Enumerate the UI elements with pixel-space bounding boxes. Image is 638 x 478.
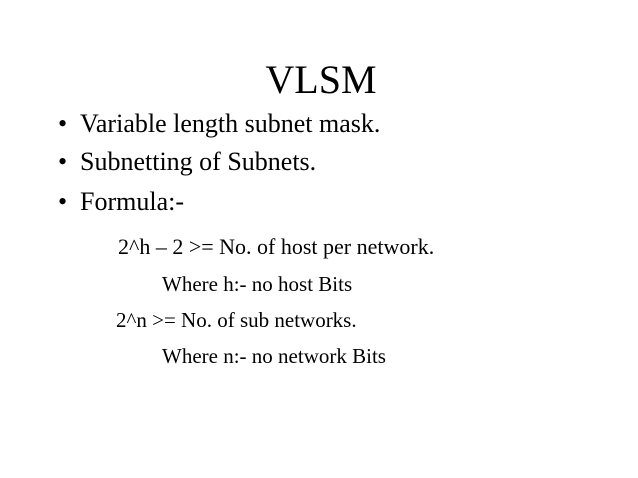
bullet-item: • Subnetting of Subnets. bbox=[58, 147, 316, 177]
formula-network-note: Where n:- no network Bits bbox=[162, 344, 386, 368]
bullet-text: Subnetting of Subnets. bbox=[80, 147, 317, 176]
bullet-marker: • bbox=[58, 109, 68, 138]
bullet-text: Formula:- bbox=[80, 187, 184, 216]
formula-network-line: 2^n >= No. of sub networks. bbox=[116, 308, 357, 332]
slide-title: VLSM bbox=[265, 57, 377, 102]
bullet-marker: • bbox=[58, 187, 68, 216]
bullet-text: Variable length subnet mask. bbox=[80, 109, 381, 138]
bullet-marker: • bbox=[58, 147, 68, 176]
formula-host-note: Where h:- no host Bits bbox=[162, 272, 353, 296]
formula-host-line: 2^h – 2 >= No. of host per network. bbox=[118, 234, 435, 259]
bullet-item: • Variable length subnet mask. bbox=[58, 109, 380, 139]
bullet-item: • Formula:- bbox=[58, 187, 184, 217]
